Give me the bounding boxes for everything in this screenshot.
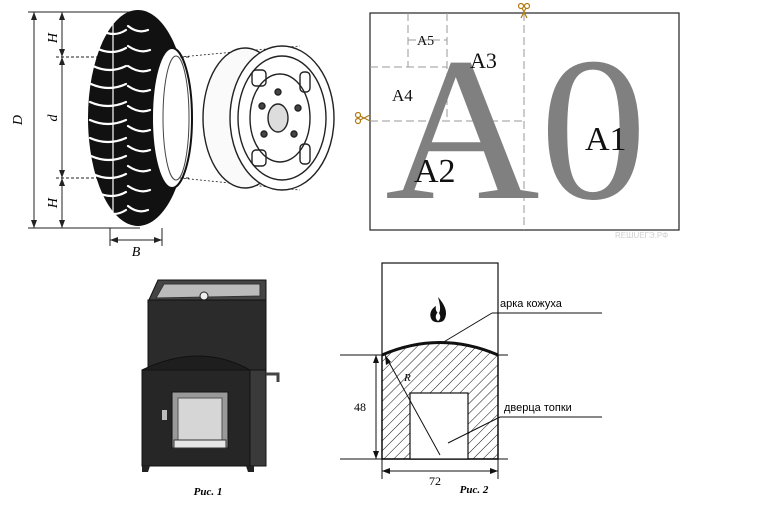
- wheel-rim: [179, 45, 335, 191]
- label-d-inner: d: [46, 114, 61, 122]
- label-d-outer: D: [11, 115, 26, 126]
- label-a1: A1: [585, 121, 627, 158]
- flame-icon: [430, 297, 446, 323]
- stove-illustration: Рис. 1: [141, 279, 280, 498]
- label-casing-arch: арка кожуха: [500, 298, 563, 310]
- label-radius: R: [403, 372, 411, 384]
- label-a2: A2: [414, 153, 456, 190]
- scissors-icon: [354, 111, 371, 125]
- paper-sizes-diagram: A0 A1 A2 A3 A4 A5 REШUEГЭ.РФ: [354, 2, 680, 243]
- figure-caption-2: Рис. 2: [460, 484, 489, 496]
- label-firebox-door: дверца топки: [504, 402, 572, 414]
- label-b: B: [132, 245, 141, 260]
- tire-diagram: H d H D B: [11, 10, 335, 260]
- watermark: REШUEГЭ.РФ: [615, 231, 668, 240]
- dimension-height: 48: [354, 400, 366, 414]
- tire: [88, 10, 193, 226]
- dimension-width: 72: [429, 474, 441, 488]
- label-a4: A4: [392, 86, 413, 105]
- label-h-bottom: H: [46, 197, 61, 209]
- label-a5: A5: [417, 34, 434, 49]
- label-a0: A0: [385, 16, 647, 243]
- scissors-icon: [517, 2, 531, 19]
- label-a3: A3: [470, 48, 497, 73]
- firebox-door: [409, 392, 469, 460]
- label-h-top: H: [46, 32, 61, 44]
- figure-caption-1: Рис. 1: [194, 486, 223, 498]
- firebox-door-drawing: 48 72 R арка кожуха дверца топки Рис. 2: [340, 262, 602, 496]
